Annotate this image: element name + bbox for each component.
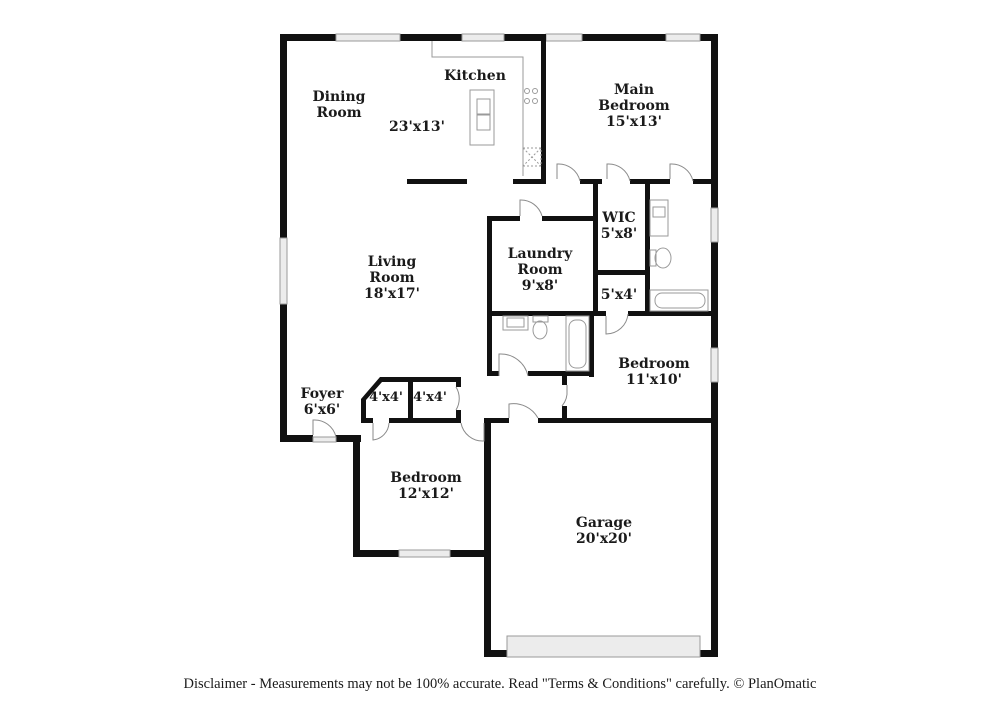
- room-dimensions: 4'x4': [369, 390, 403, 405]
- room-name: Garage: [575, 515, 633, 531]
- room-name: Room: [517, 262, 563, 278]
- room-label-wic: WIC 5'x8': [601, 210, 637, 242]
- room-label-main-bedroom: Main Bedroom 15'x13': [598, 82, 669, 130]
- room-dimensions: 6'x6': [303, 402, 341, 418]
- room-name: WIC: [602, 210, 636, 226]
- room-name: Room: [316, 105, 362, 121]
- room-dimensions: 20'x20': [576, 531, 632, 547]
- room-label-garage: Garage 20'x20': [576, 515, 632, 547]
- room-label-kitchen-dining-dims: 23'x13': [389, 119, 445, 135]
- room-name: Living: [367, 254, 417, 270]
- room-label-closet-b: 4'x4': [413, 390, 447, 406]
- room-label-dining-room: Dining Room: [313, 89, 366, 121]
- room-dimensions: 15'x13': [606, 114, 662, 130]
- room-label-foyer: Foyer 6'x6': [301, 386, 344, 418]
- room-label-living-room: Living Room 18'x17': [364, 254, 420, 302]
- windows: [279, 33, 719, 658]
- disclaimer-text: Disclaimer - Measurements may not be 100…: [183, 676, 817, 692]
- room-name: Main: [613, 82, 655, 98]
- bathroom-fixtures: [502, 199, 709, 372]
- room-label-kitchen: Kitchen: [444, 68, 506, 84]
- room-label-bedroom-12x12: Bedroom 12'x12': [390, 470, 461, 502]
- room-label-closet-5x4: 5'x4': [601, 287, 637, 303]
- room-dimensions: 9'x8': [521, 278, 559, 294]
- room-name: Room: [369, 270, 415, 286]
- interior-walls: [353, 34, 718, 442]
- room-name: Foyer: [300, 386, 344, 402]
- room-name: Bedroom: [618, 356, 690, 372]
- room-name: Bedroom: [390, 470, 462, 486]
- room-name: Laundry: [507, 246, 573, 262]
- room-dimensions: 5'x4': [600, 287, 638, 303]
- room-label-closet-a: 4'x4': [369, 390, 403, 406]
- room-dimensions: 23'x13': [389, 119, 445, 135]
- room-name: Dining: [312, 89, 366, 105]
- kitchen-fixtures: [431, 41, 542, 176]
- room-name: Bedroom: [598, 98, 670, 114]
- room-label-bedroom-11x10: Bedroom 11'x10': [618, 356, 689, 388]
- room-dimensions: 5'x8': [600, 226, 638, 242]
- room-dimensions: 11'x10': [626, 372, 682, 388]
- door-swings: [312, 163, 694, 442]
- room-label-laundry-room: Laundry Room 9'x8': [508, 246, 573, 294]
- room-name: Kitchen: [444, 68, 506, 84]
- room-dimensions: 12'x12': [398, 486, 454, 502]
- room-dimensions: 18'x17': [364, 286, 420, 302]
- room-dimensions: 4'x4': [413, 390, 447, 405]
